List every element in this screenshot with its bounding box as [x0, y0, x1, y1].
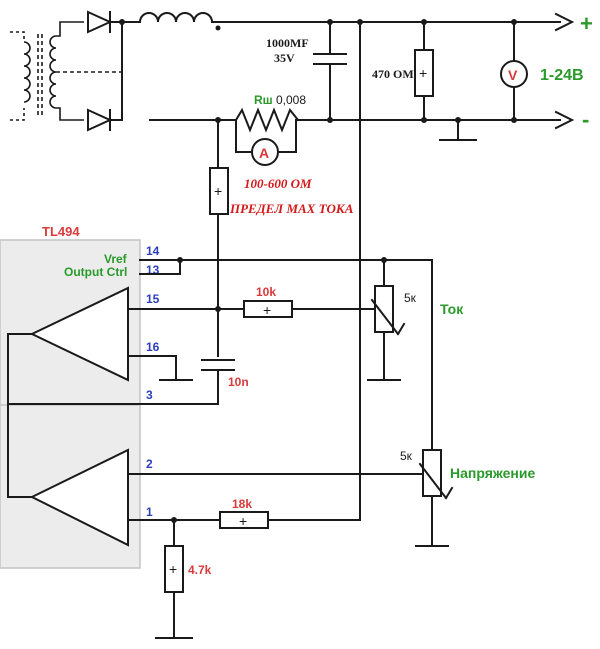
inductor-dot [215, 25, 221, 31]
pin-16: 16 [146, 340, 160, 354]
resistor-10k-value: 10k [256, 285, 276, 299]
vref-label: Vref [104, 252, 128, 266]
voltmeter-label: V [508, 67, 518, 83]
output-ctrl-label: Output Ctrl [64, 265, 127, 279]
amp1-output-wire [7, 333, 33, 498]
shunt-resistor-icon [234, 107, 300, 133]
limit-resistor-note: ПРЕДЕЛ MAX ТОКА [229, 201, 354, 216]
pin-1: 1 [146, 505, 153, 519]
chip-name: TL494 [42, 224, 80, 239]
minus-terminal-label: - [582, 107, 589, 132]
limit-resistor-value: 100-600 OM [244, 176, 312, 191]
voltage-label: Напряжение [450, 465, 535, 481]
transformer-icon [10, 21, 124, 121]
ammeter-icon [251, 138, 279, 166]
resistor-4k7-value: 4.7k [188, 563, 212, 577]
svg-text:+: + [169, 561, 177, 577]
shunt-name: Rш [254, 93, 273, 107]
voltage-error-amplifier [29, 448, 129, 547]
voltage-pot-arrow-icon [418, 462, 448, 500]
pin-14: 14 [146, 244, 160, 258]
output-range-label: 1-24В [540, 67, 584, 84]
voltage-pot-value: 5к [400, 449, 413, 463]
ammeter-label: A [259, 145, 269, 161]
minus-terminal-arrow-icon [554, 110, 575, 130]
pin-3: 3 [146, 388, 153, 402]
diode-top-icon [87, 10, 113, 34]
ammeter-wire [235, 119, 253, 153]
shunt-value: 0,008 [276, 93, 306, 107]
resistor-18k-value: 18k [232, 497, 252, 511]
plus-terminal-label: + [580, 11, 593, 36]
current-label: Ток [440, 301, 464, 317]
svg-text:+: + [214, 183, 222, 199]
output-ctrl-wire [139, 259, 181, 275]
inductor-icon [138, 12, 214, 24]
cap-10n-value: 10n [228, 375, 249, 389]
current-pot-value: 5к [404, 291, 417, 305]
plus-terminal-arrow-icon [554, 12, 575, 32]
current-pot-arrow-icon [370, 298, 400, 336]
svg-text:+: + [263, 302, 271, 318]
svg-text:+: + [419, 65, 427, 81]
diode-bottom-icon [87, 108, 113, 132]
capacitor-voltage: 35V [274, 51, 295, 65]
capacitor-value: 1000MF [266, 36, 309, 50]
svg-text:+: + [239, 513, 247, 529]
current-error-amplifier [29, 286, 129, 382]
load-resistor-value: 470 OM [372, 67, 414, 81]
node [119, 19, 125, 25]
pin-15: 15 [146, 292, 160, 306]
pin-2: 2 [146, 457, 153, 471]
